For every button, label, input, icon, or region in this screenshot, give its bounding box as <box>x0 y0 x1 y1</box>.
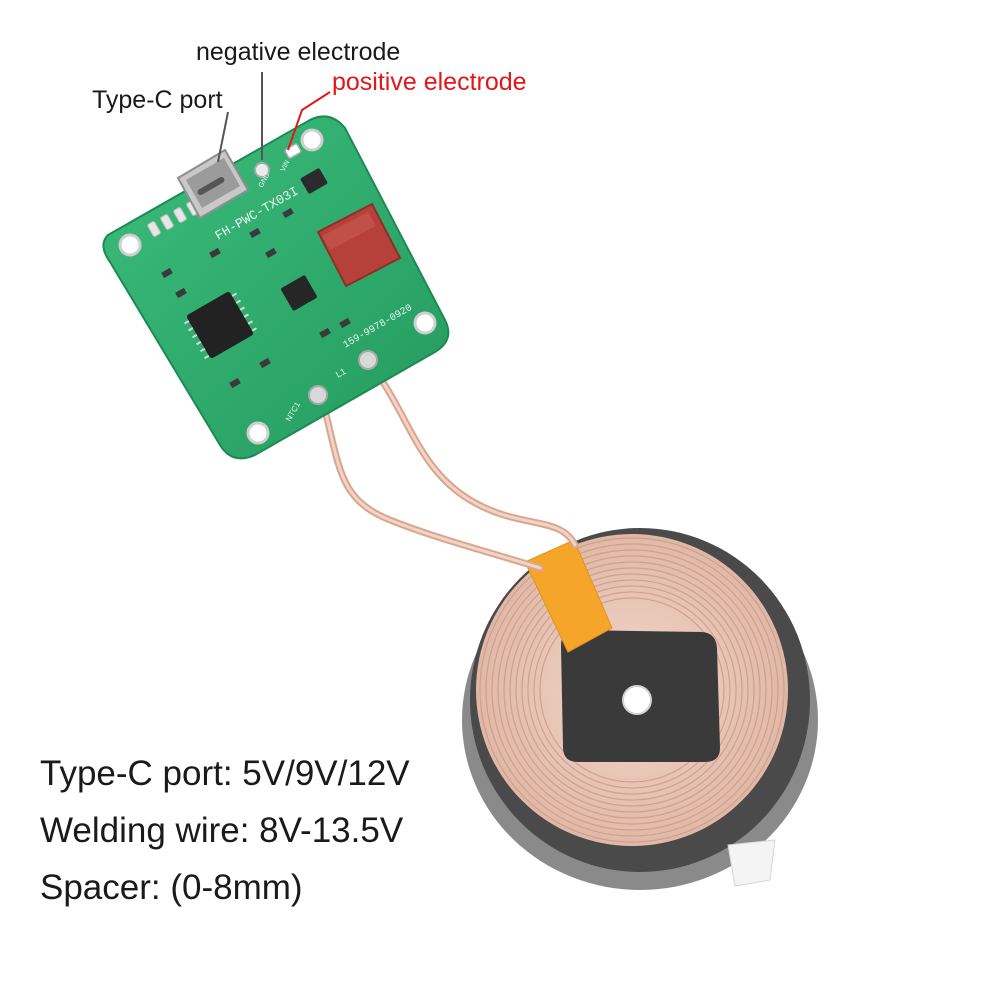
spacer-tab <box>727 839 776 887</box>
coil-wire-right-inner <box>373 368 577 547</box>
leader-positive <box>287 91 331 151</box>
coil-wire-left-inner <box>323 408 542 570</box>
coil-pad-left <box>308 385 328 405</box>
coil-wire-left <box>321 406 544 572</box>
spec-type-c-voltage: Type-C port: 5V/9V/12V <box>40 754 410 793</box>
positive-electrode-label: positive electrode <box>332 68 527 96</box>
wireless-charging-coil <box>462 528 818 890</box>
spec-spacer-range: Spacer: (0-8mm) <box>40 868 303 907</box>
silkscreen-vin: VIN <box>280 159 292 173</box>
coil-center-hole <box>622 685 652 715</box>
mounting-holes <box>118 128 437 445</box>
mount-hole <box>246 421 270 445</box>
type-c-port-label: Type-C port <box>92 86 223 114</box>
mount-hole <box>413 311 437 335</box>
type-c-connector <box>176 148 250 220</box>
smd-components <box>161 207 351 389</box>
mount-hole <box>118 233 142 257</box>
mount-hole <box>300 128 324 152</box>
solder-pad <box>173 207 187 223</box>
coil-wire-right <box>371 366 579 549</box>
spec-welding-wire-voltage: Welding wire: 8V-13.5V <box>40 811 404 850</box>
gnd-pad <box>254 162 270 178</box>
silkscreen-l1: L1 <box>334 366 348 380</box>
negative-electrode-label: negative electrode <box>196 38 401 66</box>
coil-turns <box>479 537 785 843</box>
pcb-board: FH-PWC-TX03I 159-9978-0920 GND VIN L1 NT… <box>102 115 450 460</box>
callout-lines <box>217 72 331 163</box>
coil-tape <box>524 539 613 653</box>
regulator-ic <box>300 168 328 194</box>
main-controller-ic <box>184 291 257 360</box>
film-capacitor <box>316 202 402 288</box>
coil-wires <box>321 366 579 572</box>
solder-pad <box>160 214 174 230</box>
solder-pad <box>147 221 161 237</box>
driver-ic <box>281 275 317 311</box>
leader-typec <box>217 111 229 163</box>
coil-pad-right <box>358 350 378 370</box>
vin-pad <box>284 143 302 159</box>
